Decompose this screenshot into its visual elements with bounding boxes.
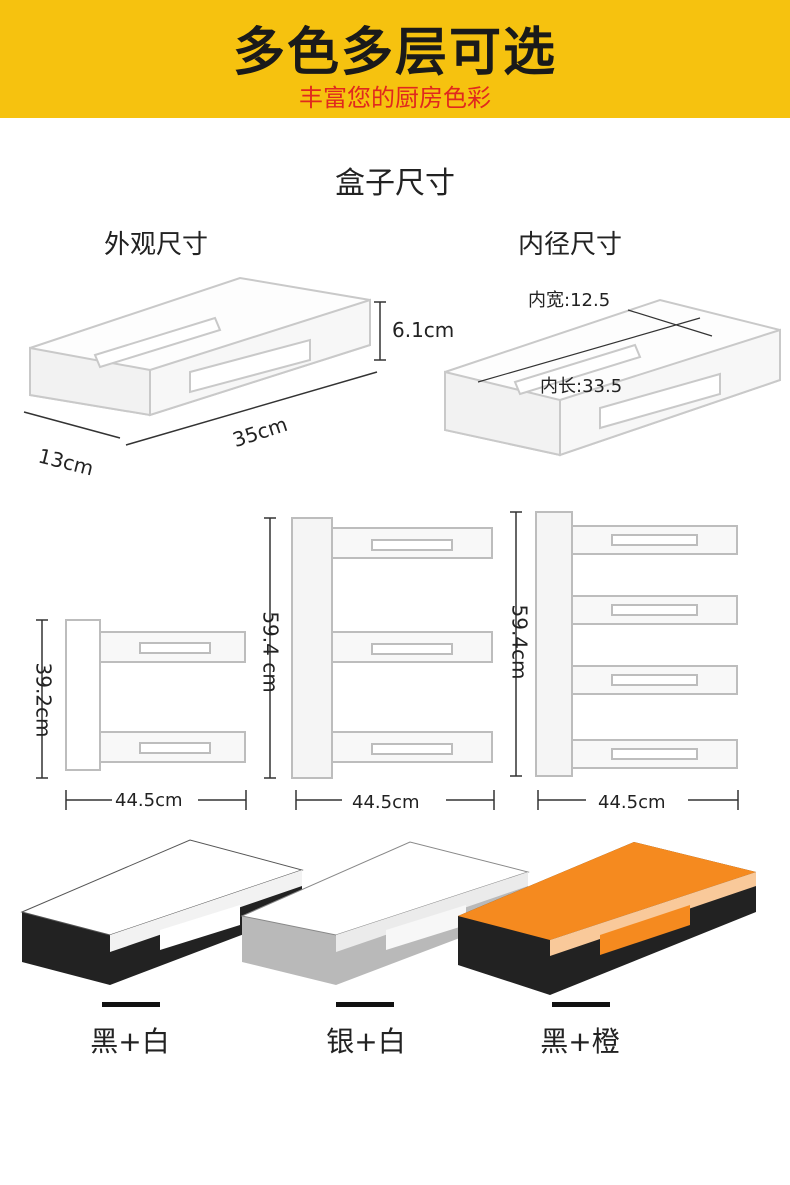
inner-length-label: 内长:33.5 <box>540 376 623 397</box>
color-label-silver-white: 银+白 <box>326 1025 406 1058</box>
color-label-black-orange: 黑+橙 <box>540 1025 620 1058</box>
outer-height-label: 6.1cm <box>392 318 455 342</box>
banner-title: 多色多层可选 <box>232 23 557 83</box>
rack-3-tier-dimension-lines <box>264 517 495 810</box>
rack-1-width-label: 44.5cm <box>115 790 183 811</box>
inner-size-label: 内径尺寸 <box>518 230 623 260</box>
banner-subtitle: 丰富您的厨房色彩 <box>299 84 491 112</box>
rack-2-width-label: 44.5cm <box>352 792 420 813</box>
rack-4-tier-drawing <box>535 511 738 777</box>
inner-width-label: 内宽:12.5 <box>528 290 611 311</box>
outer-dimension-lines <box>23 301 386 446</box>
color-variant-black-white <box>20 839 304 1007</box>
rack-3-height-label: 59.4cm <box>507 604 532 680</box>
color-variant-black-orange <box>458 842 756 1007</box>
rack-3-width-label: 44.5cm <box>598 792 666 813</box>
inner-box-drawing <box>444 298 781 457</box>
rack-2-tier-dimension-lines <box>36 619 247 810</box>
section-title: 盒子尺寸 <box>335 166 455 201</box>
rack-2-tier-drawing <box>65 619 246 771</box>
rack-2-height-label: 59.4 cm <box>258 611 283 693</box>
header-banner: 多色多层可选 丰富您的厨房色彩 <box>0 0 790 118</box>
outer-size-label: 外观尺寸 <box>104 230 209 260</box>
outer-box-drawing <box>29 276 371 417</box>
inner-dimension-lines <box>477 309 713 383</box>
rack-3-tier-drawing <box>291 517 493 779</box>
color-variant-silver-white <box>240 841 530 1007</box>
color-label-black-white: 黑+白 <box>90 1025 170 1058</box>
rack-4-tier-dimension-lines <box>510 511 739 810</box>
rack-1-height-label: 39.2cm <box>31 662 56 738</box>
